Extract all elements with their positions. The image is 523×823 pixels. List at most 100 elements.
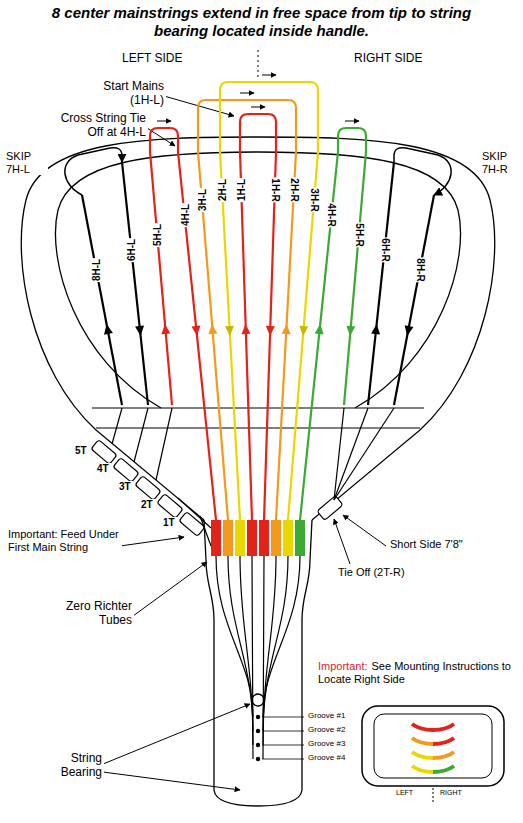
direction-arrow — [241, 324, 250, 334]
cross-string — [334, 408, 344, 500]
skip-note: SKIP 7H-R — [480, 150, 523, 175]
main-string — [220, 152, 240, 520]
direction-arrow — [208, 324, 218, 335]
cross-string — [112, 408, 122, 444]
string-loop — [198, 100, 296, 152]
main-string — [344, 152, 366, 405]
handle-string — [216, 556, 253, 717]
callout-note: Tie Off (2T-R) — [336, 566, 407, 579]
cross-string — [334, 408, 394, 500]
direction-arrow — [371, 324, 381, 335]
main-string — [300, 152, 338, 520]
side-label: RIGHT SIDE — [352, 52, 424, 66]
groove — [412, 738, 433, 744]
hole-number: 1T — [161, 517, 177, 529]
hole-label: 3H-L — [196, 188, 207, 212]
throat-hole — [317, 496, 343, 521]
groove-label: Groove #1 — [306, 711, 347, 720]
frame-inner — [55, 152, 460, 408]
leader-line — [103, 772, 240, 790]
hole-label: 2H-R — [288, 177, 299, 202]
leader-lines — [103, 96, 386, 790]
throat-hole — [113, 458, 139, 483]
main-string — [82, 195, 122, 405]
leader-line — [343, 515, 386, 546]
side-label: LEFT — [394, 789, 415, 797]
groove-label: Groove #2 — [306, 725, 347, 734]
groove — [433, 766, 454, 772]
richter-tube — [259, 520, 269, 556]
leader-line — [120, 537, 184, 546]
warning-word: Important: — [318, 660, 368, 672]
throat-hole — [179, 512, 205, 537]
main-string — [394, 195, 434, 405]
richter-tube — [211, 520, 221, 556]
richter-tube — [247, 520, 257, 556]
throat-bridge — [92, 407, 424, 408]
groove-dot — [256, 729, 260, 733]
groove-label: Groove #3 — [306, 739, 347, 748]
hole-label: 1H-L — [236, 178, 247, 202]
throat-bridge — [96, 427, 420, 428]
groove — [433, 738, 454, 744]
direction-arrow — [299, 326, 309, 337]
direction-arrow — [315, 324, 325, 335]
groove — [412, 724, 433, 730]
richter-tube — [283, 520, 293, 556]
part-label: Zero Richter Tubes — [40, 600, 134, 628]
main-string — [150, 152, 172, 405]
hole-label: 5H-R — [353, 222, 364, 247]
callout-note: Start Mains (1H-L) — [78, 80, 166, 108]
throat-hole — [157, 494, 183, 519]
hole-label: 4H-R — [326, 202, 337, 227]
groove-dot — [256, 743, 260, 747]
inset-box — [362, 706, 504, 786]
groove-dot — [256, 757, 260, 761]
leader-line — [133, 562, 207, 616]
hole-number: 3T — [117, 481, 133, 493]
richter-tube — [223, 520, 233, 556]
groove-leader — [262, 759, 304, 760]
main-string — [122, 162, 148, 405]
leader-line — [103, 704, 250, 764]
direction-arrow — [191, 326, 201, 337]
groove-label: Groove #4 — [306, 753, 347, 762]
direction-arrow — [346, 326, 356, 337]
direction-arrow — [135, 326, 145, 337]
leader-line — [334, 519, 350, 564]
strings — [82, 75, 434, 761]
skip-note: SKIP 7H-L — [4, 150, 48, 175]
part-label: String Bearing — [40, 752, 104, 780]
side-label: RIGHT — [438, 789, 464, 797]
title: 8 center mainstrings extend in free spac… — [40, 4, 483, 40]
main-string — [276, 152, 296, 520]
throat-hole — [91, 440, 117, 465]
direction-arrow — [240, 93, 254, 94]
handle-string — [263, 556, 288, 731]
main-string — [240, 152, 252, 520]
main-string — [368, 162, 394, 405]
direction-arrow — [403, 325, 414, 337]
handle-string — [263, 556, 300, 717]
throat-hole — [135, 476, 161, 501]
dimension: Short Side 7'8" — [388, 538, 465, 551]
cross-string — [134, 408, 148, 462]
hole-label: 2H-L — [217, 178, 228, 202]
direction-arrow — [102, 323, 113, 335]
cross-string — [334, 408, 368, 500]
throat-hole — [317, 496, 343, 521]
skip-loop — [65, 148, 122, 195]
side-label: LEFT SIDE — [120, 52, 184, 66]
hole-label: 6H-L — [126, 238, 137, 262]
richter-tube — [295, 520, 305, 556]
hole-label: 5H-L — [152, 223, 163, 247]
handle-string — [240, 556, 253, 745]
hole-label: 1H-R — [269, 177, 280, 202]
throat-side — [312, 430, 420, 520]
groove — [433, 752, 454, 758]
richter-tube — [271, 520, 281, 556]
groove-leader — [262, 717, 304, 718]
groove-leader — [262, 731, 304, 732]
direction-arrow — [345, 121, 359, 122]
cross-string — [156, 408, 172, 480]
